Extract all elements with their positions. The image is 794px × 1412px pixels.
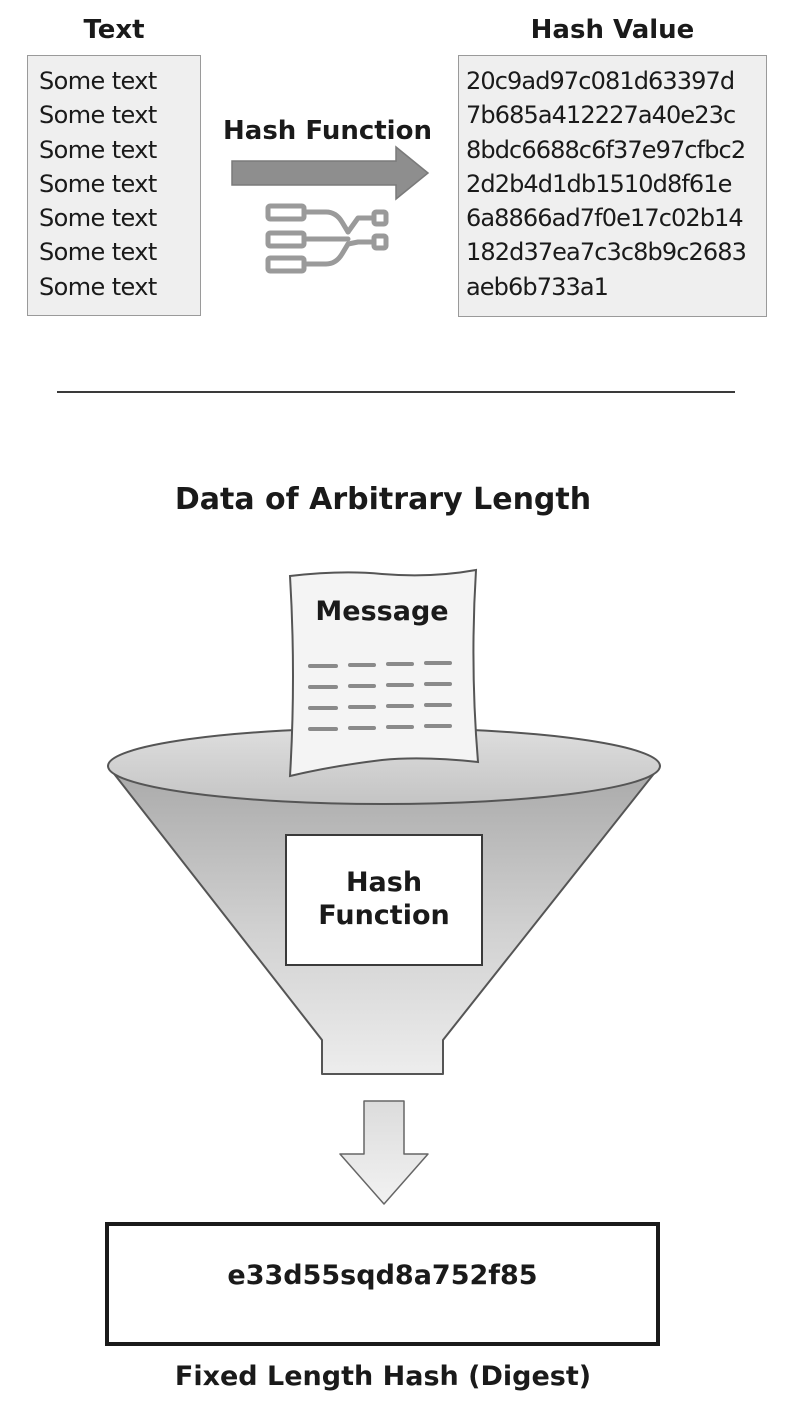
text-line: Some text (39, 169, 157, 198)
digest-box: e33d55sqd8a752f85 (105, 1222, 660, 1346)
hash-line: 2d2b4d1db1510d8f61e (466, 169, 732, 198)
hash-value-box: 20c9ad97c081d63397d 7b685a412227a40e23c … (458, 55, 767, 317)
digest-caption: Fixed Length Hash (Digest) (174, 1361, 592, 1392)
hash-line: 20c9ad97c081d63397d (466, 67, 735, 95)
text-line: Some text (39, 135, 157, 164)
hash-value-heading: Hash Value (530, 15, 695, 45)
text-line: Some text (39, 67, 157, 95)
hash-function-box: Hash Function (285, 834, 483, 966)
message-label: Message (315, 596, 449, 627)
hash-line: 8bdc6688c6f37e97cfbc2 (466, 135, 746, 164)
hash-function-label: Hash Function (223, 116, 432, 146)
hash-line: 6a8866ad7f0e17c02b14 (466, 204, 744, 233)
hash-line: aeb6b733a1 (466, 272, 609, 301)
text-line: Some text (39, 238, 157, 267)
hash-function-label-line1: Hash (345, 867, 423, 898)
bottom-title: Data of Arbitrary Length (174, 482, 592, 517)
section-divider (57, 391, 735, 393)
text-box: Some text Some text Some text Some text … (27, 55, 201, 316)
hash-function-label-line2: Function (318, 900, 450, 931)
text-line: Some text (39, 272, 157, 301)
message-document-icon (288, 568, 480, 778)
hash-line: 7b685a412227a40e23c (466, 101, 736, 130)
digest-value: e33d55sqd8a752f85 (227, 1260, 538, 1291)
text-line: Some text (39, 204, 157, 233)
hash-line: 182d37ea7c3c8b9c2683 (466, 238, 747, 267)
text-heading: Text (83, 15, 145, 45)
down-arrow-icon (339, 1100, 429, 1205)
flowchart-icon (265, 203, 389, 274)
text-line: Some text (39, 101, 157, 130)
right-arrow-icon (231, 145, 430, 201)
